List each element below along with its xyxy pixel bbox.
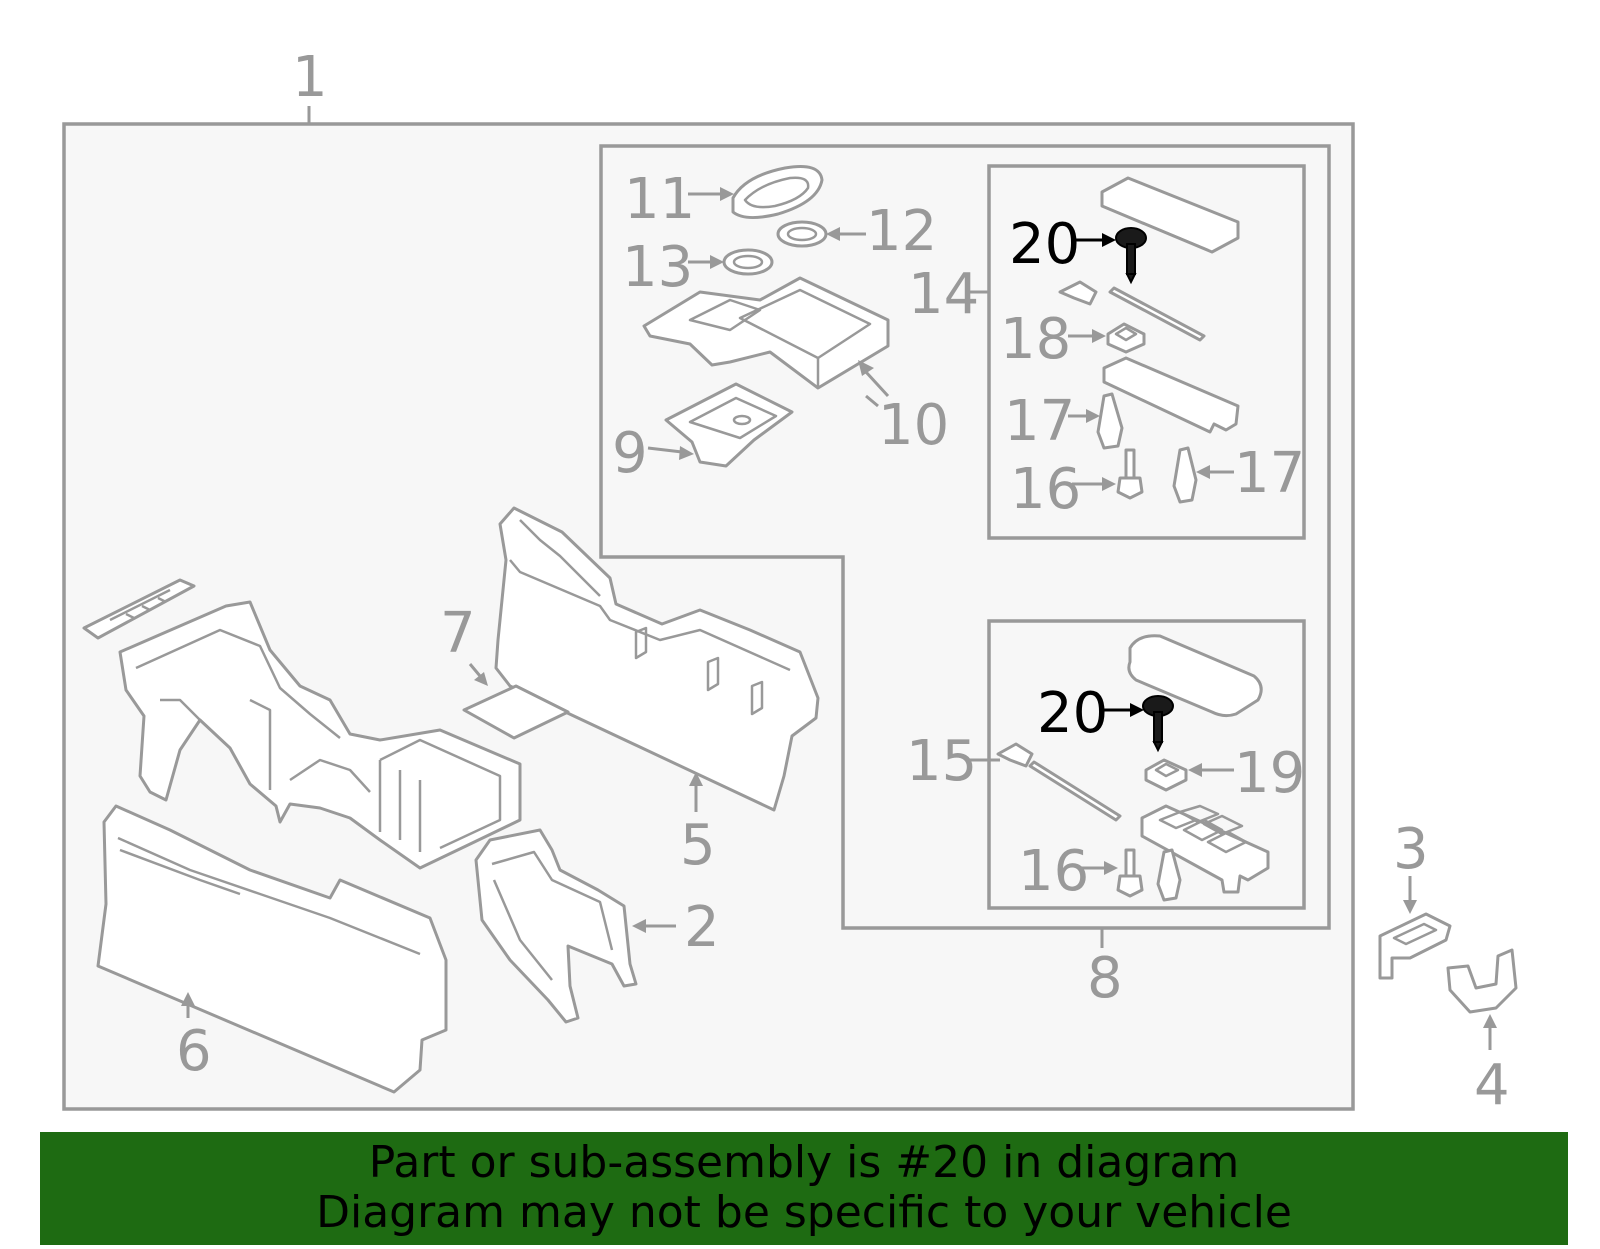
callout-17-right[interactable]: 17 (1234, 441, 1305, 506)
callout-10[interactable]: 10 (878, 393, 949, 458)
callout-18[interactable]: 18 (1000, 307, 1071, 372)
arrow-20-upper (1102, 233, 1116, 247)
arrow-3 (1403, 900, 1417, 914)
arrow-11 (720, 187, 734, 201)
hinge-clip-upper (1058, 280, 1098, 306)
arrow-7 (474, 672, 488, 686)
part-6 (96, 804, 448, 1094)
arrow-9 (679, 446, 694, 460)
callout-19[interactable]: 19 (1234, 741, 1305, 806)
lid-upper (1100, 176, 1240, 254)
callout-5[interactable]: 5 (680, 813, 716, 878)
lid-lower (1127, 634, 1263, 718)
tray-lid-14 (1102, 356, 1240, 434)
callout-1[interactable]: 1 (292, 45, 328, 110)
arrow-13 (710, 255, 724, 269)
arrow-18 (1092, 329, 1106, 343)
part-5 (494, 506, 820, 812)
part-19 (1144, 758, 1188, 792)
part-20-lower[interactable] (1142, 695, 1174, 753)
hinge-rod-lower (1028, 760, 1122, 822)
part-4 (1446, 948, 1518, 1014)
part-13 (722, 248, 774, 276)
callout-15[interactable]: 15 (906, 729, 977, 794)
callout-20-upper[interactable]: 20 (1009, 212, 1080, 277)
part-7 (462, 684, 570, 740)
cone-clip-15 (1156, 848, 1182, 902)
leader-10 (865, 394, 879, 408)
part-2 (474, 828, 638, 1024)
callout-14[interactable]: 14 (908, 262, 979, 327)
part-17-right (1172, 446, 1198, 504)
callout-17-left[interactable]: 17 (1004, 389, 1075, 454)
arrow-10 (858, 360, 874, 376)
arrow-20-lower (1130, 703, 1144, 717)
banner-part-notice: Part or sub-assembly is #20 in diagram (368, 1137, 1240, 1188)
callout-12[interactable]: 12 (866, 199, 937, 264)
callout-11[interactable]: 11 (624, 167, 695, 232)
callout-7[interactable]: 7 (440, 601, 476, 666)
callout-2[interactable]: 2 (684, 895, 720, 960)
arrow-4 (1483, 1014, 1497, 1028)
callout-9[interactable]: 9 (612, 421, 648, 486)
arrow-17-left (1086, 409, 1100, 423)
part-3 (1378, 912, 1452, 980)
arrow-2 (632, 919, 646, 933)
part-10 (642, 276, 890, 390)
leader-10b (864, 370, 890, 398)
arrow-16-lower (1104, 861, 1118, 875)
callout-16-upper[interactable]: 16 (1010, 457, 1081, 522)
hinge-clip-lower (996, 742, 1034, 768)
callout-13[interactable]: 13 (622, 235, 693, 300)
grille-tray-15 (1140, 804, 1270, 894)
part-20-upper[interactable] (1115, 227, 1147, 285)
arrow-19 (1188, 763, 1202, 777)
callout-16-lower[interactable]: 16 (1018, 839, 1089, 904)
part-18 (1106, 322, 1146, 354)
arrow-5 (689, 772, 703, 786)
part-16-lower (1116, 848, 1144, 898)
banner-disclaimer: Diagram may not be specific to your vehi… (316, 1187, 1292, 1238)
part-16-upper (1116, 448, 1144, 500)
hinge-rod-upper (1108, 286, 1206, 342)
callout-20-lower[interactable]: 20 (1037, 681, 1108, 746)
callout-4[interactable]: 4 (1474, 1053, 1510, 1118)
part-12 (776, 220, 828, 248)
callout-3[interactable]: 3 (1393, 817, 1429, 882)
arrow-17-right (1196, 465, 1210, 479)
part-9 (664, 382, 794, 468)
callout-8[interactable]: 8 (1087, 946, 1123, 1011)
arrow-12 (826, 227, 840, 241)
arrow-6 (181, 992, 195, 1006)
leader-7 (468, 663, 482, 677)
leader-9 (647, 446, 683, 454)
subassembly-frame-14 (987, 164, 1306, 540)
info-banner: Part or sub-assembly is #20 in diagram D… (40, 1132, 1568, 1245)
arrow-16-upper (1102, 477, 1116, 491)
console-body (82, 578, 522, 870)
part-11 (731, 165, 824, 219)
callout-6[interactable]: 6 (176, 1019, 212, 1084)
part-17-left (1096, 392, 1124, 450)
